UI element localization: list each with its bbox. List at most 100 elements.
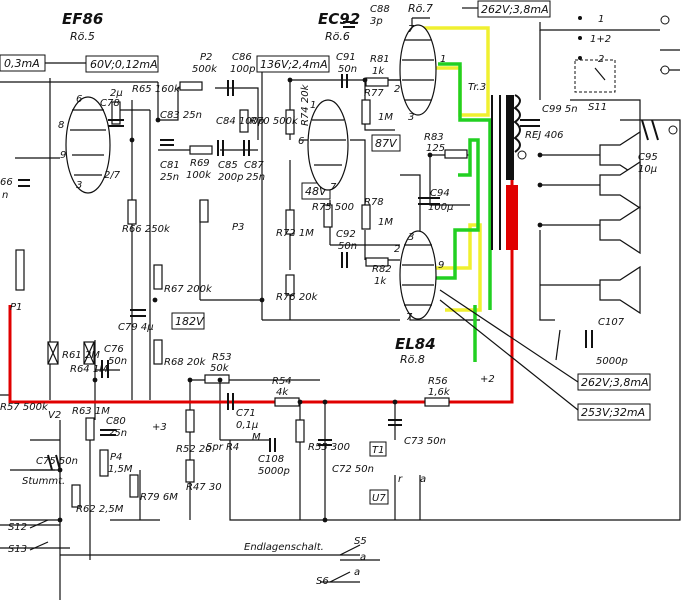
svg-text:C75 50n: C75 50n	[36, 456, 78, 467]
svg-text:9: 9	[60, 150, 66, 161]
switches: S11 1+2 1 2 S12 S13 Stummt. S5 S6 Endlag…	[8, 14, 616, 587]
svg-text:R63 1M: R63 1M	[72, 406, 110, 417]
svg-text:S12: S12	[8, 522, 27, 533]
svg-text:25n: 25n	[246, 172, 265, 183]
svg-text:R81: R81	[370, 54, 390, 65]
ec92-tube: 1 6 7	[298, 99, 349, 193]
svg-text:50k: 50k	[210, 363, 230, 374]
svg-text:S13: S13	[8, 544, 27, 555]
svg-text:T1: T1	[372, 445, 384, 456]
svg-text:C87: C87	[244, 160, 264, 171]
ec92-ref: Rö.6	[325, 30, 350, 43]
svg-text:C99 5n: C99 5n	[542, 104, 578, 115]
svg-text:50n: 50n	[338, 64, 357, 75]
svg-text:C107: C107	[598, 317, 625, 328]
svg-text:C85: C85	[218, 160, 238, 171]
svg-text:3p: 3p	[370, 16, 383, 27]
output-transformer: Tr.3	[468, 82, 521, 250]
svg-text:REJ 406: REJ 406	[525, 130, 563, 141]
voltage-box-253v: 253V;32mA	[577, 403, 651, 421]
svg-text:1,6k: 1,6k	[428, 387, 451, 398]
svg-text:R74 20k: R74 20k	[300, 83, 311, 126]
svg-text:1M: 1M	[378, 112, 393, 123]
svg-text:a: a	[354, 567, 360, 578]
svg-text:a: a	[360, 552, 366, 563]
svg-text:6: 6	[298, 136, 304, 147]
svg-text:P4: P4	[110, 452, 122, 463]
svg-text:r: r	[398, 474, 403, 485]
svg-text:R69: R69	[190, 158, 210, 169]
svg-text:C92: C92	[336, 229, 356, 240]
svg-text:R47 30: R47 30	[186, 482, 222, 493]
voltage-box-136v: 136V;2,4mA	[256, 55, 330, 73]
voltage-box-60v: 60V;0,12mA	[85, 55, 159, 73]
svg-text:S5: S5	[354, 536, 367, 547]
ro7-label: Rö.7	[408, 2, 433, 15]
svg-text:5000p: 5000p	[258, 466, 290, 477]
svg-text:R82: R82	[372, 264, 392, 275]
svg-text:+3: +3	[152, 422, 167, 433]
svg-text:100µ: 100µ	[428, 202, 453, 213]
svg-text:50n: 50n	[338, 241, 357, 252]
el84-label: EL84	[395, 335, 436, 353]
red-highlight-path	[8, 180, 518, 404]
component-labels: C88 3p P2 500k C86 100p C91 50n R81 1k R…	[0, 4, 658, 515]
svg-text:C88: C88	[370, 4, 390, 15]
svg-text:C76: C76	[104, 344, 124, 355]
svg-text:7: 7	[330, 182, 337, 193]
svg-text:R72 1M: R72 1M	[276, 228, 314, 239]
svg-text:a: a	[420, 474, 426, 485]
svg-text:25n: 25n	[108, 428, 127, 439]
svg-text:2: 2	[598, 54, 604, 65]
svg-text:R55 300: R55 300	[308, 442, 350, 453]
svg-text:10µ: 10µ	[638, 164, 657, 175]
svg-text:C95: C95	[638, 152, 658, 163]
svg-text:C81: C81	[160, 160, 180, 171]
svg-text:R83: R83	[424, 132, 444, 143]
svg-text:C94: C94	[430, 188, 450, 199]
svg-text:R65 160k: R65 160k	[132, 84, 181, 95]
svg-text:R64 1M: R64 1M	[70, 364, 108, 375]
svg-text:3: 3	[408, 112, 414, 123]
svg-text:R66 250k: R66 250k	[122, 224, 171, 235]
terminals	[517, 15, 678, 160]
voltage-box-87v: 87V	[371, 134, 401, 152]
svg-text:253V;32mA: 253V;32mA	[581, 406, 645, 419]
wiring	[0, 17, 681, 600]
svg-text:C108: C108	[258, 454, 284, 465]
svg-text:C84 100p: C84 100p	[216, 116, 264, 127]
svg-text:R53: R53	[212, 352, 232, 363]
svg-text:1,5M: 1,5M	[108, 464, 133, 475]
svg-text:262V;3,8mA: 262V;3,8mA	[481, 3, 549, 16]
ef86-ref: Rö.5	[70, 30, 95, 43]
svg-text:P2: P2	[200, 52, 212, 63]
svg-text:R57 500k: R57 500k	[0, 402, 49, 413]
svg-text:1: 1	[598, 14, 604, 25]
svg-text:2: 2	[394, 244, 400, 255]
svg-text:P1: P1	[10, 302, 22, 313]
svg-text:M: M	[252, 432, 261, 443]
svg-text:C73 50n: C73 50n	[404, 436, 446, 447]
svg-text:0,3mA: 0,3mA	[4, 57, 40, 70]
svg-text:Stummt.: Stummt.	[22, 476, 65, 487]
svg-text:7: 7	[408, 24, 415, 35]
voltage-box-262v-top: 262V;3,8mA	[477, 0, 551, 18]
green-highlight-path	[430, 62, 492, 362]
leader-lines	[439, 7, 579, 411]
svg-text:200p: 200p	[218, 172, 243, 183]
svg-text:C80: C80	[106, 416, 126, 427]
voltage-box-03ma: 0,3mA	[0, 54, 46, 72]
svg-text:136V;2,4mA: 136V;2,4mA	[260, 58, 328, 71]
svg-text:C86: C86	[232, 52, 252, 63]
junction-dots	[57, 77, 543, 523]
svg-text:2µ: 2µ	[110, 88, 123, 99]
svg-text:n: n	[2, 190, 8, 201]
svg-text:R61 2M: R61 2M	[62, 350, 100, 361]
svg-text:3: 3	[76, 180, 82, 191]
svg-text:9: 9	[438, 260, 444, 271]
svg-text:87V: 87V	[375, 137, 398, 150]
svg-text:R75 500: R75 500	[312, 202, 354, 213]
svg-text:1: 1	[440, 54, 446, 65]
svg-text:R68 20k: R68 20k	[164, 357, 207, 368]
svg-text:1k: 1k	[372, 66, 385, 77]
